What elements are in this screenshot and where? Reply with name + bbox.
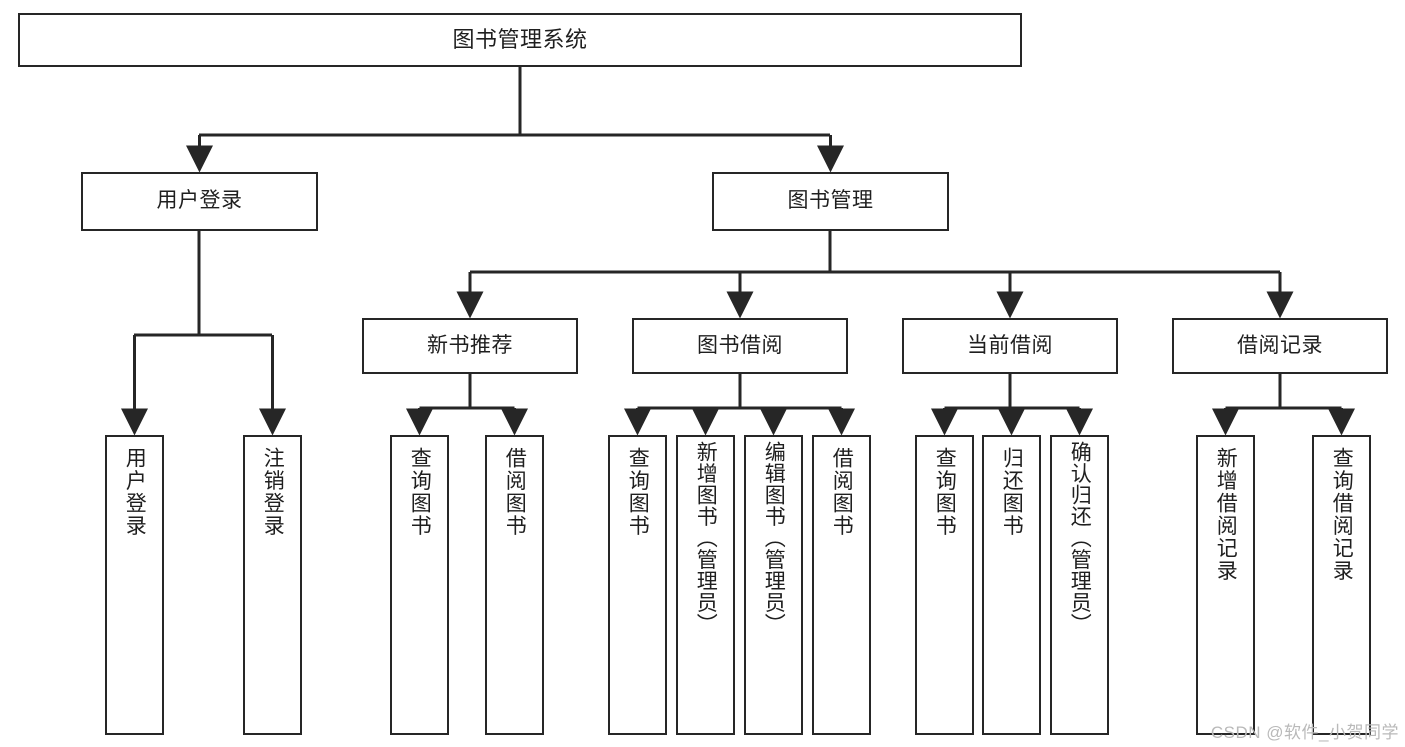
node-leaf-borrow-book-2-label: 借阅图书 [830,447,854,537]
node-leaf-user-logout-label: 注销登录 [261,447,285,537]
node-user-login-label: 用户登录 [156,189,243,213]
node-leaf-user-login-label: 用户登录 [123,447,147,537]
node-leaf-borrow-book-1-label: 借阅图书 [503,447,527,537]
node-leaf-borrow-book-1[interactable]: 借阅图书 [485,435,544,735]
node-leaf-query-book-1-label: 查询图书 [408,447,432,537]
node-current-borrow[interactable]: 当前借阅 [902,318,1118,374]
node-borrow-record[interactable]: 借阅记录 [1172,318,1388,374]
node-leaf-query-record[interactable]: 查询借阅记录 [1312,435,1371,735]
node-leaf-user-login[interactable]: 用户登录 [105,435,164,735]
node-leaf-return-book[interactable]: 归还图书 [982,435,1041,735]
node-borrow-record-label: 借阅记录 [1237,333,1323,357]
node-book-borrow[interactable]: 图书借阅 [632,318,848,374]
node-book-manage-label: 图书管理 [787,189,874,213]
node-leaf-query-book-2[interactable]: 查询图书 [608,435,667,735]
node-current-borrow-label: 当前借阅 [967,333,1053,357]
node-leaf-add-record[interactable]: 新增借阅记录 [1196,435,1255,735]
node-leaf-add-book-label: 新增图书（管理员） [694,441,718,635]
node-leaf-query-book-1[interactable]: 查询图书 [390,435,449,735]
node-leaf-query-book-3-label: 查询图书 [933,447,957,537]
node-leaf-user-logout[interactable]: 注销登录 [243,435,302,735]
node-leaf-add-book[interactable]: 新增图书（管理员） [676,435,735,735]
node-leaf-add-record-label: 新增借阅记录 [1214,447,1238,582]
node-leaf-query-record-label: 查询借阅记录 [1330,447,1354,582]
node-leaf-query-book-2-label: 查询图书 [626,447,650,537]
node-leaf-edit-book-label: 编辑图书（管理员） [762,441,786,635]
node-user-login[interactable]: 用户登录 [81,172,318,231]
node-leaf-confirm-return-label: 确认归还（管理员） [1068,441,1092,635]
node-leaf-confirm-return[interactable]: 确认归还（管理员） [1050,435,1109,735]
node-leaf-borrow-book-2[interactable]: 借阅图书 [812,435,871,735]
node-book-borrow-label: 图书借阅 [697,333,783,357]
node-book-manage[interactable]: 图书管理 [712,172,949,231]
node-leaf-edit-book[interactable]: 编辑图书（管理员） [744,435,803,735]
node-new-book-recommend-label: 新书推荐 [427,333,513,357]
node-leaf-return-book-label: 归还图书 [1000,447,1024,537]
node-new-book-recommend[interactable]: 新书推荐 [362,318,578,374]
node-root[interactable]: 图书管理系统 [18,13,1022,67]
node-root-label: 图书管理系统 [452,27,588,53]
node-leaf-query-book-3[interactable]: 查询图书 [915,435,974,735]
